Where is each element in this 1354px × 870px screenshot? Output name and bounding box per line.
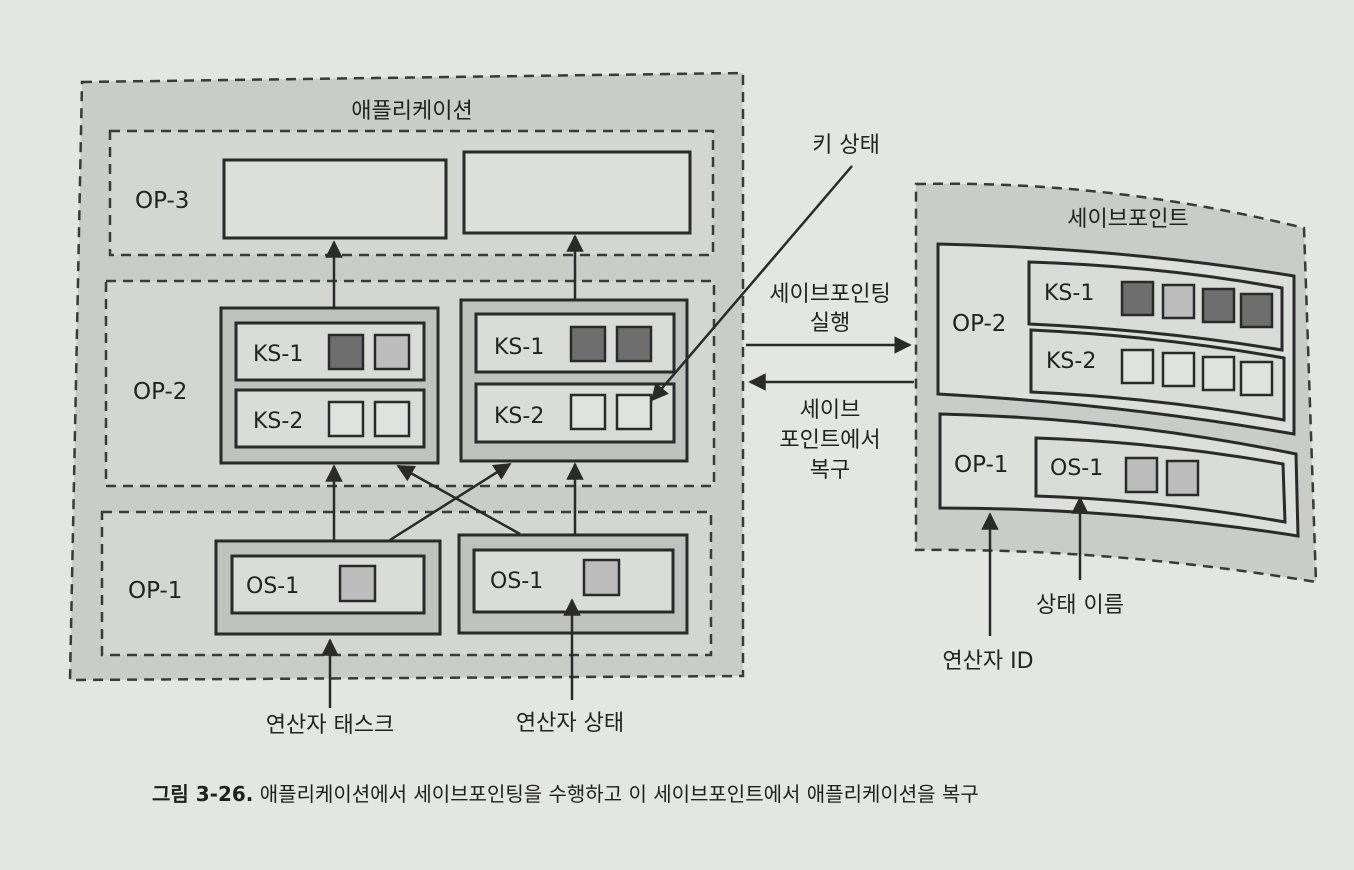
left-ks1-label: KS-1 <box>253 342 303 367</box>
op2-section: OP-2 KS-1 KS-2 KS-1 KS-2 <box>104 279 716 488</box>
figure-caption-text: 애플리케이션에서 세이브포인팅을 수행하고 이 세이브포인트에서 애플리케이션을… <box>259 782 979 806</box>
savepoint-pointer-arrows <box>981 496 1089 636</box>
state-slot-light <box>338 564 377 603</box>
restore-label-line1: 세이브 <box>800 398 861 423</box>
state-slot-empty <box>373 400 411 438</box>
state-name-label: 상태 이름 <box>1036 593 1124 618</box>
state-slot-light <box>373 333 411 371</box>
state-slot-empty <box>327 400 365 438</box>
state-slot-empty <box>1239 360 1274 397</box>
savepoint-title: 세이브포인트 <box>1067 207 1188 232</box>
op2-task-left: KS-1 KS-2 <box>219 306 440 465</box>
figure-caption: 그림 3-26. 애플리케이션에서 세이브포인팅을 수행하고 이 세이브포인트에… <box>152 778 1332 807</box>
right-os1-label: OS-1 <box>490 569 543 594</box>
savepoint-op2: OP-2 KS-1 KS-2 <box>936 242 1296 436</box>
savepoint-arrows <box>650 165 914 402</box>
savepoint-container: 세이브포인트 OP-2 KS-1 KS-2 OP-1 OS-1 <box>914 182 1318 584</box>
figure-number: 그림 3-26. <box>152 782 254 806</box>
state-slot-light <box>1124 456 1159 494</box>
op3-label: OP-3 <box>135 188 189 214</box>
operator-id-label: 연산자 ID <box>942 649 1033 674</box>
operator-state-label: 연산자 상태 <box>516 711 624 736</box>
op1-task-left: OS-1 <box>214 539 442 636</box>
savepoint-ks2-label: KS-2 <box>1046 349 1096 374</box>
application-title: 애플리케이션 <box>351 99 472 124</box>
state-slot-dark <box>569 325 607 363</box>
right-ks2-label: KS-2 <box>494 404 544 429</box>
right-ks1-label: KS-1 <box>494 335 544 360</box>
operator-task-label: 연산자 태스크 <box>266 713 394 738</box>
state-slot-light <box>1165 459 1200 497</box>
state-slot-light <box>1161 283 1196 320</box>
restore-label-line3: 복구 <box>810 458 850 483</box>
state-slot-dark <box>1120 280 1155 317</box>
state-slot-empty <box>569 393 607 431</box>
savepoint-os1-label: OS-1 <box>1050 456 1103 481</box>
op1-label: OP-1 <box>128 578 182 604</box>
state-slot-dark <box>615 325 653 363</box>
state-slot-empty <box>615 393 653 431</box>
op3-section: OP-3 <box>108 129 715 257</box>
dataflow-arrows <box>321 234 584 708</box>
op1-section: OP-1 OS-1 OS-1 <box>100 510 713 657</box>
restore-label-line2: 포인트에서 <box>779 428 880 453</box>
left-ks2-label: KS-2 <box>253 409 303 434</box>
savepoint-op1-label: OP-1 <box>954 452 1008 478</box>
take-savepoint-label-line1: 세이브포인팅 <box>769 282 890 307</box>
state-slot-dark <box>327 333 365 371</box>
state-slot-dark <box>1201 287 1236 324</box>
op2-task-right: KS-1 KS-2 <box>459 298 689 463</box>
state-slot-light <box>582 558 621 597</box>
state-slot-empty <box>1161 351 1196 388</box>
op3-task-left <box>222 158 448 240</box>
keyed-state-label: 키 상태 <box>812 133 880 158</box>
state-slot-dark <box>1239 292 1274 329</box>
savepoint-op1: OP-1 OS-1 <box>938 412 1300 538</box>
savepoint-op2-label: OP-2 <box>952 311 1006 337</box>
take-savepoint-label-line2: 실행 <box>810 311 850 336</box>
savepoint-ks1-label: KS-1 <box>1044 281 1094 306</box>
op3-task-right <box>462 150 692 235</box>
op2-label: OP-2 <box>133 379 187 405</box>
state-slot-empty <box>1201 355 1236 392</box>
left-os1-label: OS-1 <box>246 574 299 599</box>
state-slot-empty <box>1120 348 1155 385</box>
